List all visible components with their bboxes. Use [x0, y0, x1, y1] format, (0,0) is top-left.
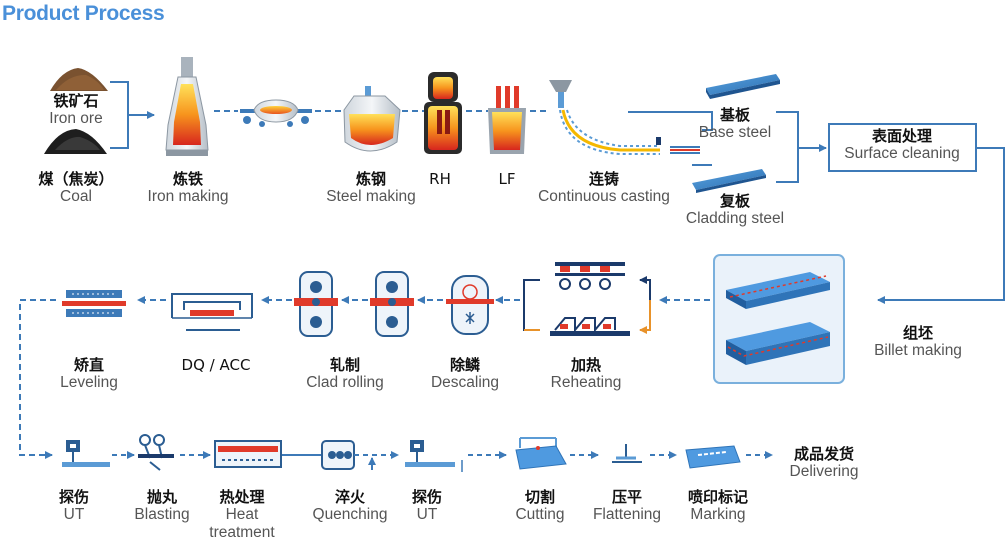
- reheating-furnace-icon: [523, 262, 651, 336]
- leveling-en: Leveling: [60, 374, 118, 392]
- rh-degasser-icon: [424, 72, 462, 154]
- cladding-cn: 复板: [719, 192, 751, 210]
- surface-cleaning-label: 表面处理 Surface cleaning: [844, 127, 960, 163]
- cladding-steel-slab-icon: [692, 169, 766, 193]
- rh-label: RH: [429, 170, 451, 188]
- heat-treatment-furnace-icon: [214, 440, 282, 468]
- blasting-en: Blasting: [134, 506, 190, 524]
- steel-making-en: Steel making: [326, 188, 416, 206]
- cutting-cn: 切割: [524, 488, 555, 506]
- ut1-cn: 探伤: [58, 488, 90, 506]
- cutting-label: 切割 Cutting: [515, 488, 565, 524]
- descaling-icon: [446, 275, 494, 335]
- quenching-cn: 淬火: [334, 488, 366, 506]
- clad-rolling-label: 轧制 Clad rolling: [306, 356, 384, 392]
- iron-making-cn: 炼铁: [172, 170, 204, 188]
- iron-ore-en: Iron ore: [49, 110, 103, 128]
- iron-ore-cn: 铁矿石: [53, 92, 99, 110]
- descaling-label: 除鳞 Descaling: [430, 356, 500, 392]
- dq-acc-label: DQ / ACC: [181, 356, 251, 374]
- ut2-en: UT: [416, 506, 438, 524]
- page-title: Product Process: [2, 2, 165, 25]
- billet-cn: 组坯: [902, 324, 933, 342]
- quenching-icon: [321, 440, 355, 470]
- marking-cn: 喷印标记: [687, 488, 749, 506]
- rh-cn: RH: [429, 170, 451, 188]
- heat-en2: treatment: [209, 524, 275, 542]
- descaling-en: Descaling: [430, 374, 500, 392]
- flattening-cn: 压平: [611, 488, 643, 506]
- marking-en: Marking: [690, 506, 746, 524]
- surface-cn: 表面处理: [871, 127, 932, 145]
- iron-ore-label: 铁矿石 Iron ore: [49, 92, 103, 128]
- steel-making-cn: 炼钢: [355, 170, 387, 188]
- flattening-en: Flattening: [592, 506, 662, 524]
- ladle-furnace-icon: [488, 86, 526, 154]
- heat-cn: 热处理: [219, 488, 265, 506]
- delivering-label: 成品发货 Delivering: [789, 445, 859, 481]
- flattening-label: 压平 Flattening: [592, 488, 662, 524]
- cladding-en: Cladding steel: [685, 210, 785, 228]
- coal-label: 煤（焦炭） Coal: [38, 170, 114, 206]
- lf-cn: LF: [498, 170, 516, 188]
- flattening-icon: [612, 444, 642, 463]
- marking-label: 喷印标记 Marking: [687, 488, 749, 524]
- dq-acc-cn: DQ / ACC: [181, 356, 251, 374]
- ut-inspection-icon-2: [405, 440, 455, 467]
- reheating-cn: 加热: [570, 356, 602, 374]
- coal-cn: 煤（焦炭）: [38, 170, 114, 188]
- cladding-label: 复板 Cladding steel: [685, 192, 785, 228]
- clad-rolling-en: Clad rolling: [306, 374, 384, 392]
- delivering-cn: 成品发货: [793, 445, 855, 463]
- leveling-cn: 矫直: [73, 356, 104, 374]
- lf-label: LF: [498, 170, 516, 188]
- rolling-mill-icon: [294, 271, 414, 337]
- iron-making-en: Iron making: [147, 188, 229, 206]
- descaling-cn: 除鳞: [449, 356, 480, 374]
- base-steel-label: 基板 Base steel: [698, 106, 772, 142]
- casting-en: Continuous casting: [538, 188, 670, 206]
- coal-icon: [44, 129, 107, 154]
- clad-rolling-cn: 轧制: [329, 356, 361, 374]
- base-steel-slab-icon: [706, 74, 780, 99]
- converter-icon: [343, 86, 401, 152]
- heat-en: Heat: [225, 506, 259, 524]
- blasting-label: 抛丸 Blasting: [134, 488, 190, 524]
- ut1-label: 探伤 UT: [58, 488, 90, 524]
- coal-en: Coal: [60, 188, 92, 206]
- ut-inspection-icon: [62, 440, 110, 467]
- shot-blasting-icon: [138, 434, 174, 471]
- casting-label: 连铸 Continuous casting: [538, 170, 670, 206]
- delivering-en: Delivering: [789, 463, 859, 481]
- billet-label: 组坯 Billet making: [874, 324, 962, 360]
- billet-icon: [713, 254, 845, 384]
- quenching-en: Quenching: [312, 506, 388, 524]
- blast-furnace-icon: [165, 57, 209, 156]
- steel-making-label: 炼钢 Steel making: [326, 170, 416, 206]
- cutting-icon: [515, 437, 567, 470]
- base-steel-en: Base steel: [698, 124, 772, 142]
- marking-icon: [685, 445, 741, 469]
- continuous-caster-icon: [549, 80, 700, 155]
- casting-cn: 连铸: [588, 170, 619, 188]
- ut2-cn: 探伤: [411, 488, 443, 506]
- ut1-en: UT: [63, 506, 85, 524]
- base-steel-cn: 基板: [719, 106, 751, 124]
- torpedo-car-icon: [240, 99, 312, 127]
- leveling-label: 矫直 Leveling: [60, 356, 118, 392]
- reheating-en: Reheating: [550, 374, 622, 392]
- billet-en: Billet making: [874, 342, 962, 360]
- surface-en: Surface cleaning: [844, 145, 960, 163]
- iron-making-label: 炼铁 Iron making: [147, 170, 229, 206]
- quenching-label: 淬火 Quenching: [312, 488, 388, 524]
- reheating-label: 加热 Reheating: [550, 356, 622, 392]
- cutting-en: Cutting: [515, 506, 565, 524]
- dq-acc-cooling-icon: [171, 293, 253, 331]
- heat-treatment-label: 热处理 Heat treatment: [209, 488, 275, 542]
- leveler-icon: [62, 290, 126, 317]
- iron-ore-icon: [50, 68, 108, 91]
- blasting-cn: 抛丸: [146, 488, 177, 506]
- ut2-label: 探伤 UT: [411, 488, 443, 524]
